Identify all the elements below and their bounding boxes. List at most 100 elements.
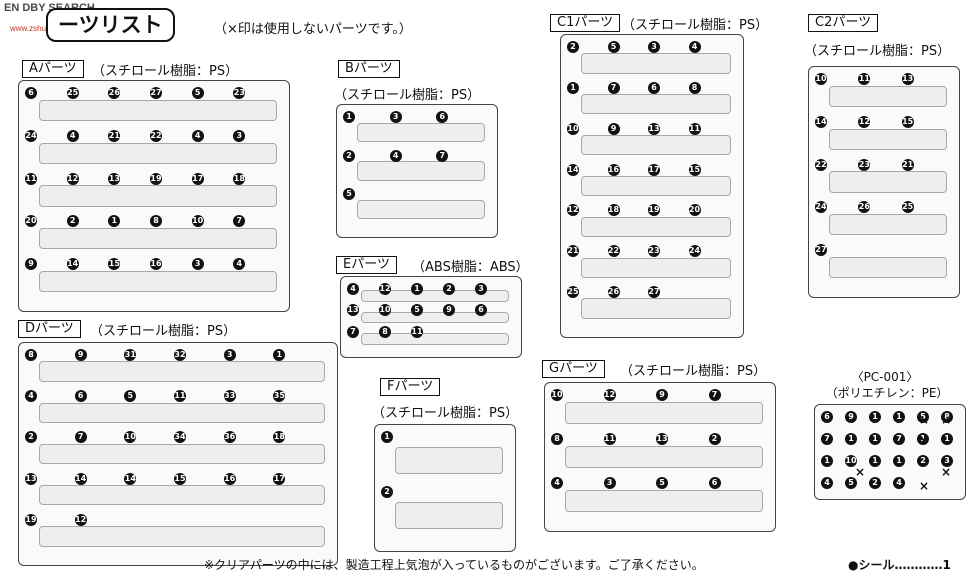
part-number-marker: 6: [74, 390, 87, 403]
part-number-marker: 10: [191, 215, 204, 228]
site-logo-url: www.zshu.com: [10, 24, 64, 33]
part-number-marker: 23: [648, 245, 660, 258]
part-number-marker: 7: [708, 389, 721, 401]
part-number-marker: 18: [233, 172, 246, 185]
part-number-marker: 2: [381, 486, 393, 498]
part-number-marker: 13: [901, 73, 914, 85]
runner-piece: [581, 257, 731, 278]
part-number-marker: 19: [648, 204, 660, 217]
unused-x-mark: ×: [919, 413, 930, 427]
part-number-marker: 2: [708, 433, 721, 445]
part-number-marker: 17: [191, 172, 204, 185]
part-number-marker: 12: [567, 204, 579, 217]
unused-x-mark: ×: [941, 413, 952, 427]
part-number-marker: 36: [223, 431, 236, 444]
part-number-marker: 10: [551, 389, 563, 401]
part-number-marker: 6: [708, 477, 721, 489]
part-number-marker: 1: [343, 111, 355, 123]
part-number-marker: 16: [150, 258, 162, 271]
runner-piece: [357, 200, 485, 220]
pc-part-number-marker: 1: [941, 433, 953, 445]
part-number-marker: 33: [223, 390, 236, 403]
part-number-marker: 14: [74, 472, 87, 485]
part-number-marker: 15: [174, 472, 186, 485]
section-b-label: Bパーツ: [338, 60, 400, 78]
part-number-marker: 7: [74, 431, 87, 444]
runner-piece: [565, 402, 763, 424]
part-number-marker: 18: [607, 204, 620, 217]
runner-piece: [39, 270, 277, 293]
section-d-material: （スチロール樹脂：PS）: [90, 324, 237, 339]
unused-x-mark: ×: [919, 433, 930, 447]
part-number-marker: 6: [436, 111, 449, 123]
part-number-marker: 24: [688, 245, 701, 258]
part-number-marker: 35: [273, 390, 286, 403]
pc-part-number-marker: 2: [917, 455, 929, 467]
part-number-marker: 22: [150, 129, 162, 142]
part-number-marker: 25: [567, 286, 579, 299]
part-number-marker: 13: [25, 472, 37, 485]
part-number-marker: 24: [25, 129, 37, 142]
runner-piece: [361, 290, 509, 302]
part-number-marker: 5: [411, 304, 423, 317]
part-number-marker: 12: [66, 172, 79, 185]
runner-piece: [39, 484, 325, 506]
part-number-marker: 7: [347, 325, 359, 338]
part-number-marker: 15: [901, 115, 914, 128]
part-number-marker: 1: [411, 283, 423, 295]
section-g-material: （スチロール樹脂：PS）: [620, 364, 767, 379]
runner-piece: [829, 128, 947, 150]
pc-part-number-marker: 6: [821, 411, 833, 423]
part-number-marker: 17: [648, 163, 660, 176]
pc-material: （ポリエチレン：PE）: [825, 386, 949, 400]
pc-part-number-marker: 8: [941, 411, 953, 423]
runner-piece: [829, 85, 947, 107]
section-c2-material: （スチロール樹脂：PS）: [804, 44, 951, 59]
part-number-marker: 1: [273, 349, 286, 361]
pc-part-number-marker: 5: [845, 477, 857, 489]
part-number-marker: 4: [389, 149, 402, 162]
section-a-label: Aパーツ: [22, 60, 84, 78]
part-number-marker: 32: [174, 349, 186, 361]
pc-part-number-marker: 4: [821, 477, 833, 489]
runner-piece: [581, 94, 731, 115]
part-number-marker: 3: [389, 111, 402, 123]
section-f-label: Fパーツ: [380, 378, 441, 396]
part-number-marker: 24: [815, 201, 827, 214]
runner-piece: [565, 490, 763, 512]
unused-x-mark: ×: [941, 465, 952, 479]
part-number-marker: 5: [656, 477, 668, 489]
part-number-marker: 8: [379, 325, 391, 338]
runner-piece: [357, 122, 485, 143]
part-number-marker: 2: [66, 215, 79, 228]
part-number-marker: 10: [567, 122, 579, 135]
part-number-marker: 1: [567, 81, 579, 94]
part-number-marker: 6: [648, 81, 660, 94]
part-number-marker: 13: [108, 172, 121, 185]
part-number-marker: 6: [475, 304, 487, 317]
part-number-marker: 9: [74, 349, 87, 361]
runner-piece: [361, 311, 509, 324]
part-number-marker: 26: [858, 201, 871, 214]
section-a-material: （スチロール樹脂：PS）: [92, 64, 239, 79]
section-g-label: Gパーツ: [542, 360, 605, 378]
part-number-marker: 13: [648, 122, 660, 135]
part-number-marker: 17: [273, 472, 286, 485]
runner-piece: [395, 501, 503, 529]
runner-piece: [39, 526, 325, 547]
runner-piece: [581, 298, 731, 319]
pc-part-number-marker: 1: [821, 455, 833, 467]
part-number-marker: 3: [233, 129, 246, 142]
part-number-marker: 16: [223, 472, 236, 485]
part-number-marker: 3: [648, 41, 660, 53]
pc-part-number-marker: 1: [893, 455, 905, 467]
part-number-marker: 9: [25, 258, 37, 271]
part-number-marker: 11: [411, 325, 423, 338]
part-number-marker: 25: [901, 201, 914, 214]
part-number-marker: 23: [233, 87, 246, 99]
runner-piece: [39, 142, 277, 164]
part-number-marker: 9: [656, 389, 668, 401]
